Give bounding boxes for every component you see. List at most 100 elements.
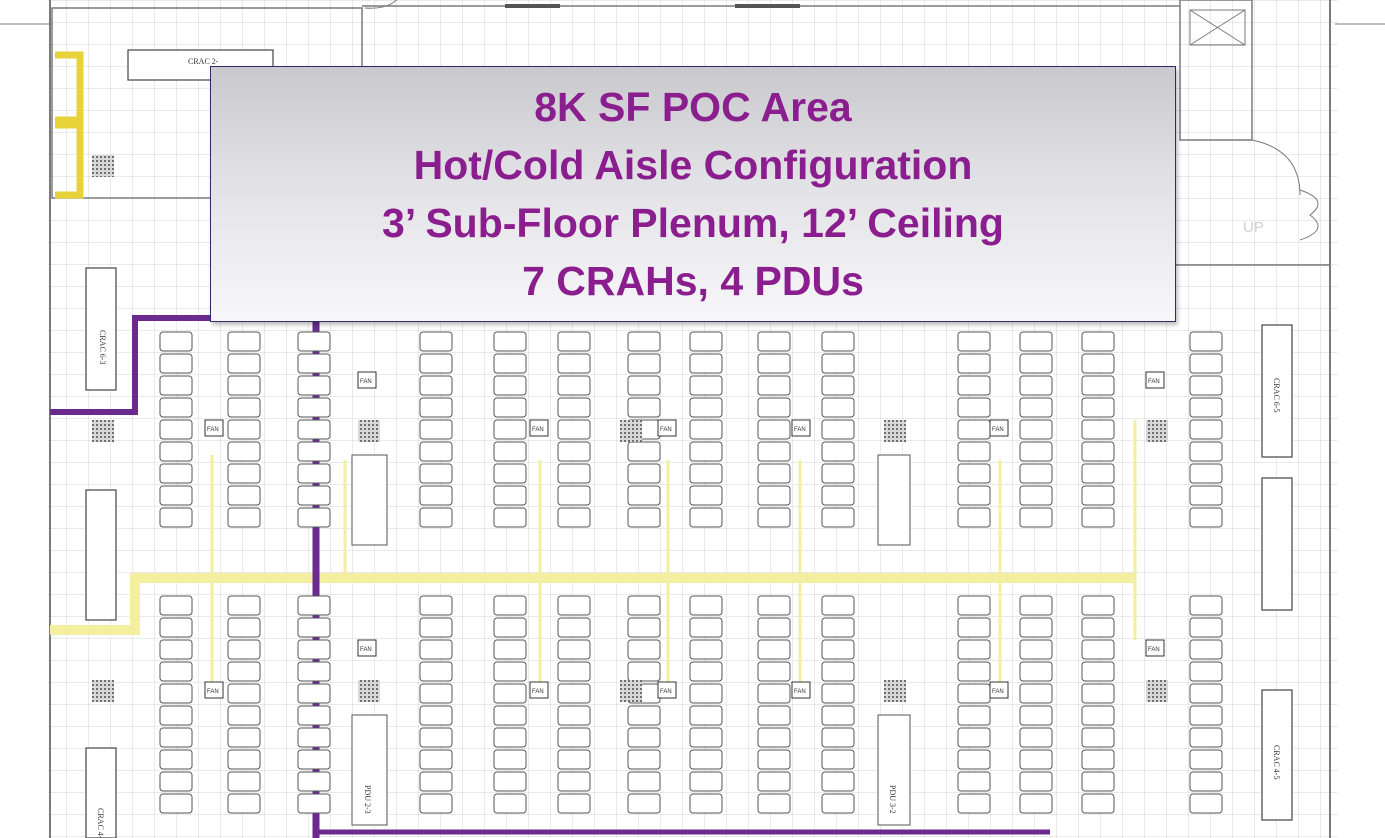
rack bbox=[159, 661, 193, 682]
rack bbox=[689, 639, 723, 660]
rack bbox=[557, 661, 591, 682]
rack bbox=[957, 331, 991, 352]
rack bbox=[227, 727, 261, 748]
rack bbox=[1019, 617, 1053, 638]
rack bbox=[297, 419, 331, 440]
rack bbox=[557, 485, 591, 506]
rack bbox=[297, 749, 331, 770]
rack bbox=[1019, 419, 1053, 440]
rack bbox=[297, 595, 331, 616]
rack bbox=[1189, 375, 1223, 396]
rack bbox=[821, 463, 855, 484]
rack bbox=[757, 683, 791, 704]
rack bbox=[1189, 485, 1223, 506]
fan-unit bbox=[791, 419, 811, 437]
rack bbox=[957, 705, 991, 726]
fan-label: FAN bbox=[794, 427, 806, 433]
rack bbox=[821, 441, 855, 462]
rack bbox=[297, 397, 331, 418]
rack bbox=[957, 793, 991, 814]
fan-unit bbox=[657, 419, 677, 437]
rack bbox=[627, 793, 661, 814]
rack bbox=[419, 485, 453, 506]
rack bbox=[1081, 507, 1115, 528]
rack bbox=[821, 353, 855, 374]
rack bbox=[1189, 683, 1223, 704]
rack bbox=[493, 683, 527, 704]
rack bbox=[419, 727, 453, 748]
rack bbox=[1019, 661, 1053, 682]
rack bbox=[757, 617, 791, 638]
rack bbox=[821, 749, 855, 770]
rack bbox=[757, 661, 791, 682]
rack bbox=[159, 397, 193, 418]
rack bbox=[159, 595, 193, 616]
fan-label: FAN bbox=[1148, 647, 1160, 653]
fan-label: FAN bbox=[794, 689, 806, 695]
rack bbox=[627, 331, 661, 352]
rack bbox=[757, 353, 791, 374]
rack bbox=[493, 353, 527, 374]
rack bbox=[821, 639, 855, 660]
rack bbox=[227, 419, 261, 440]
rack bbox=[557, 507, 591, 528]
rack bbox=[419, 507, 453, 528]
rack bbox=[689, 661, 723, 682]
rack bbox=[1081, 617, 1115, 638]
rack bbox=[419, 771, 453, 792]
fan-label: FAN bbox=[207, 427, 219, 433]
rack bbox=[297, 485, 331, 506]
rack bbox=[297, 463, 331, 484]
rack bbox=[1019, 793, 1053, 814]
rack bbox=[757, 485, 791, 506]
rack bbox=[227, 353, 261, 374]
fan-unit bbox=[357, 639, 377, 657]
rack bbox=[557, 683, 591, 704]
rack bbox=[1081, 661, 1115, 682]
rack bbox=[1081, 353, 1115, 374]
rack bbox=[493, 485, 527, 506]
rack bbox=[159, 485, 193, 506]
fan-unit bbox=[529, 419, 549, 437]
rack bbox=[1081, 705, 1115, 726]
rack bbox=[689, 419, 723, 440]
rack bbox=[1189, 353, 1223, 374]
rack bbox=[1019, 727, 1053, 748]
fan-label: FAN bbox=[360, 379, 372, 385]
rack bbox=[1189, 507, 1223, 528]
rack bbox=[227, 441, 261, 462]
rack bbox=[493, 749, 527, 770]
rack bbox=[1189, 595, 1223, 616]
rack bbox=[689, 397, 723, 418]
rack bbox=[557, 793, 591, 814]
rack bbox=[159, 441, 193, 462]
rack bbox=[957, 397, 991, 418]
rack bbox=[159, 749, 193, 770]
rack bbox=[493, 793, 527, 814]
fan-label: FAN bbox=[660, 689, 672, 695]
rack bbox=[1019, 705, 1053, 726]
rack bbox=[297, 331, 331, 352]
rack bbox=[297, 617, 331, 638]
crac-label-4: CRAC 4-5 bbox=[1272, 745, 1281, 779]
rack bbox=[159, 331, 193, 352]
crac-label-1: CRAC 2- bbox=[188, 57, 219, 66]
rack bbox=[419, 595, 453, 616]
fan-label: FAN bbox=[992, 689, 1004, 695]
fan-unit bbox=[1145, 639, 1165, 657]
rack bbox=[627, 727, 661, 748]
rack bbox=[1081, 485, 1115, 506]
rack bbox=[1189, 727, 1223, 748]
rack bbox=[957, 463, 991, 484]
rack bbox=[1019, 353, 1053, 374]
rack bbox=[627, 639, 661, 660]
rack bbox=[757, 507, 791, 528]
rack bbox=[419, 683, 453, 704]
stair-up-label: UP bbox=[1243, 219, 1264, 236]
rack bbox=[493, 705, 527, 726]
rack bbox=[493, 463, 527, 484]
fan-label: FAN bbox=[207, 689, 219, 695]
rack bbox=[957, 485, 991, 506]
rack bbox=[297, 507, 331, 528]
rack bbox=[1189, 771, 1223, 792]
